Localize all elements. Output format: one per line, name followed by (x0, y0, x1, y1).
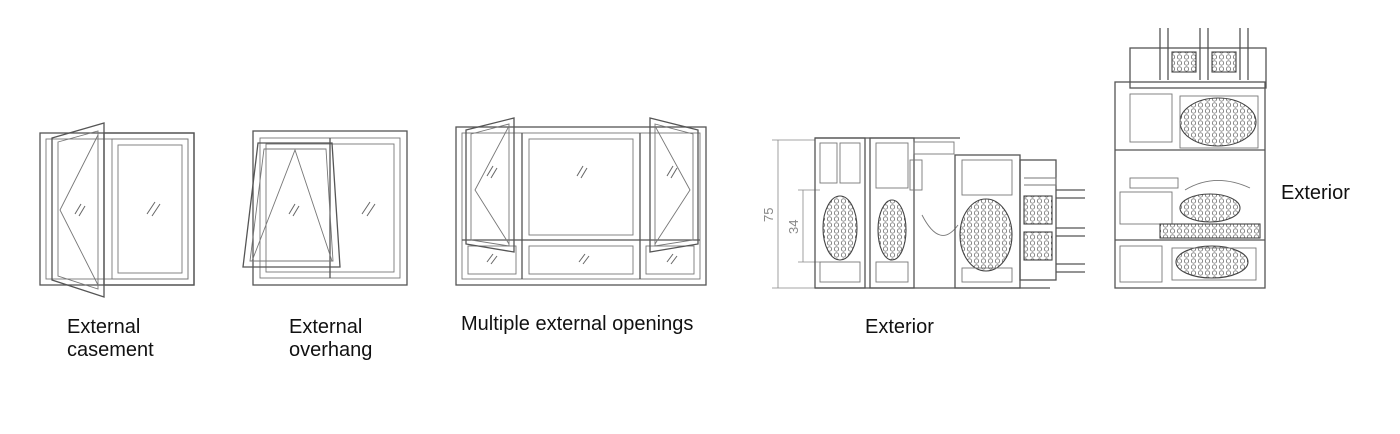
multiple-openings-label: Multiple external openings (461, 313, 694, 335)
casement-label-line1: External (67, 316, 141, 338)
multiple-openings-window (455, 117, 707, 286)
profile-cross-section-vertical (1114, 28, 1267, 289)
external-overhang-label: External overhang (289, 316, 372, 362)
external-overhang-window (242, 130, 408, 286)
casement-label-line2: casement (67, 339, 154, 361)
profile-cross-section-horizontal: 75 34 (761, 137, 1085, 289)
dimension-34: 34 (786, 220, 801, 234)
overhang-label-line1: External (289, 316, 363, 338)
overhang-label-line2: overhang (289, 339, 373, 361)
external-casement-window (39, 122, 195, 298)
exterior-label-horizontal: Exterior (865, 316, 934, 338)
external-casement-label: External casement (67, 316, 154, 362)
dimension-75: 75 (761, 208, 776, 222)
exterior-label-vertical: Exterior (1281, 182, 1350, 204)
